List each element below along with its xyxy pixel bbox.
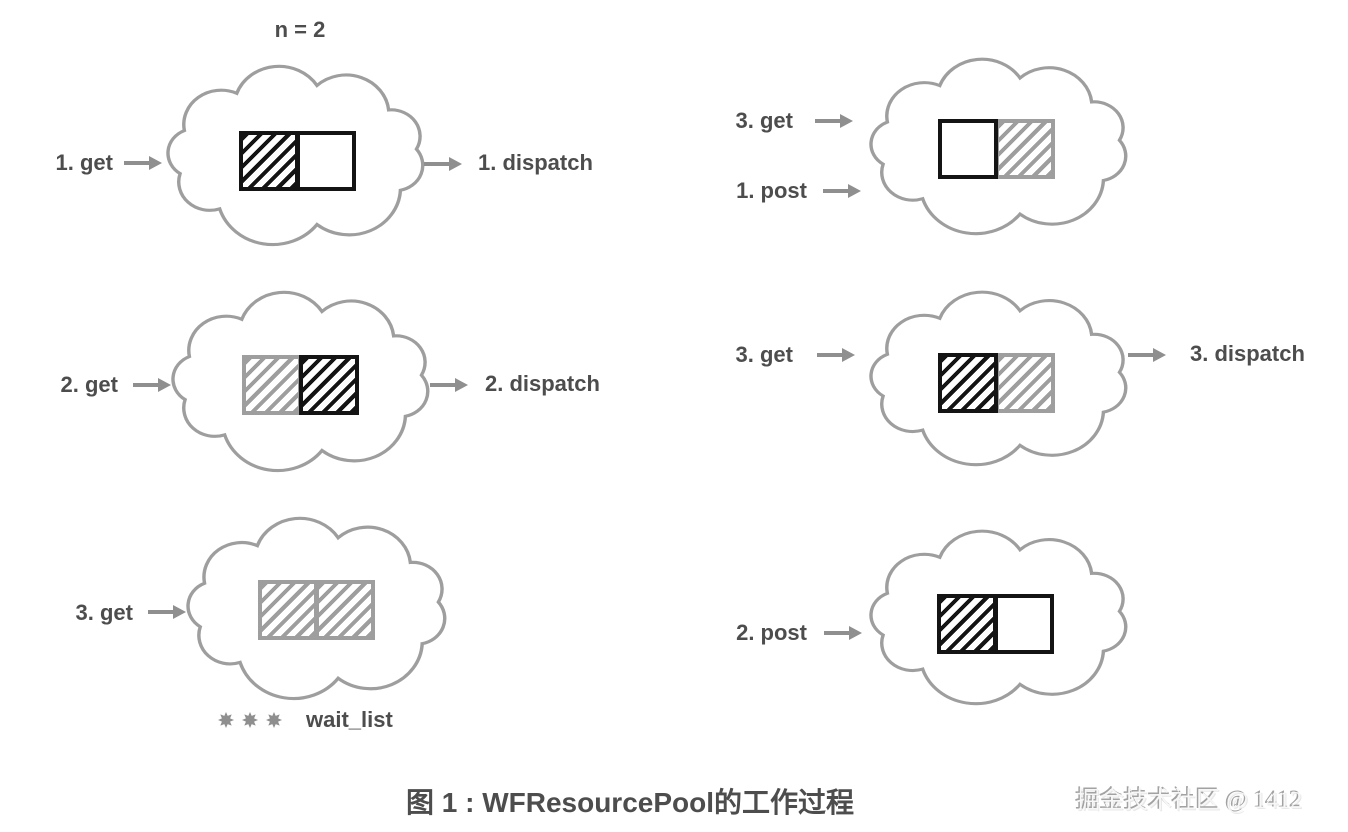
resource-slot: [995, 119, 1055, 179]
arrow-head: [455, 378, 468, 392]
resource-slot: [296, 131, 356, 191]
resource-slot: [937, 594, 997, 654]
arrow-head: [842, 348, 855, 362]
arrow-right-icon: [815, 113, 853, 129]
arrow-shaft: [824, 631, 849, 635]
wait-task-icon: [266, 712, 282, 728]
arrow-right-icon: [1128, 347, 1166, 363]
arrow-head: [449, 157, 462, 171]
arrow-shaft: [124, 161, 149, 165]
arrow-shaft: [148, 610, 173, 614]
arrow-right-icon: [823, 183, 861, 199]
arrow-head: [849, 626, 862, 640]
arrow-right-icon: [424, 156, 462, 172]
watermark: 掘金技术社区 @ 1412: [1076, 788, 1303, 814]
arrow-shaft: [823, 189, 848, 193]
arrow-shaft: [817, 353, 842, 357]
input-label: 1. get: [55, 150, 113, 175]
output-label: 2. dispatch: [485, 371, 600, 396]
arrow-head: [1153, 348, 1166, 362]
input-label: 3. get: [735, 342, 793, 367]
resource-slot: [299, 355, 359, 415]
resource-slot: [258, 580, 318, 640]
input-label: 2. get: [60, 372, 118, 397]
arrow-head: [158, 378, 171, 392]
arrow-head: [149, 156, 162, 170]
arrow-right-icon: [824, 625, 862, 641]
output-label: 1. dispatch: [478, 150, 593, 175]
output-label: 3. dispatch: [1190, 341, 1305, 366]
arrow-shaft: [1128, 353, 1153, 357]
arrow-right-icon: [148, 604, 186, 620]
resource-slot: [315, 580, 375, 640]
figure-caption: 图 1 : WFResourcePool的工作过程: [405, 787, 855, 818]
arrow-right-icon: [133, 377, 171, 393]
input-label: 2. post: [736, 620, 807, 645]
input-label: 3. get: [735, 108, 793, 133]
resource-slot: [994, 594, 1054, 654]
input-label: 3. get: [75, 600, 133, 625]
wait-task-icon: [218, 712, 234, 728]
resource-slot: [239, 131, 299, 191]
wait-task-icon: [242, 712, 258, 728]
arrow-right-icon: [430, 377, 468, 393]
arrow-shaft: [430, 383, 455, 387]
arrow-right-icon: [124, 155, 162, 171]
input-label: 1. post: [736, 178, 807, 203]
arrow-head: [848, 184, 861, 198]
resource-slot: [995, 353, 1055, 413]
resource-slot: [938, 119, 998, 179]
arrow-shaft: [424, 162, 449, 166]
arrow-head: [840, 114, 853, 128]
arrow-head: [173, 605, 186, 619]
pool-size-label: n = 2: [274, 17, 326, 42]
wait-list-label: wait_list: [306, 707, 393, 732]
arrow-right-icon: [817, 347, 855, 363]
arrow-shaft: [133, 383, 158, 387]
resource-slot: [938, 353, 998, 413]
arrow-shaft: [815, 119, 840, 123]
resource-slot: [242, 355, 302, 415]
